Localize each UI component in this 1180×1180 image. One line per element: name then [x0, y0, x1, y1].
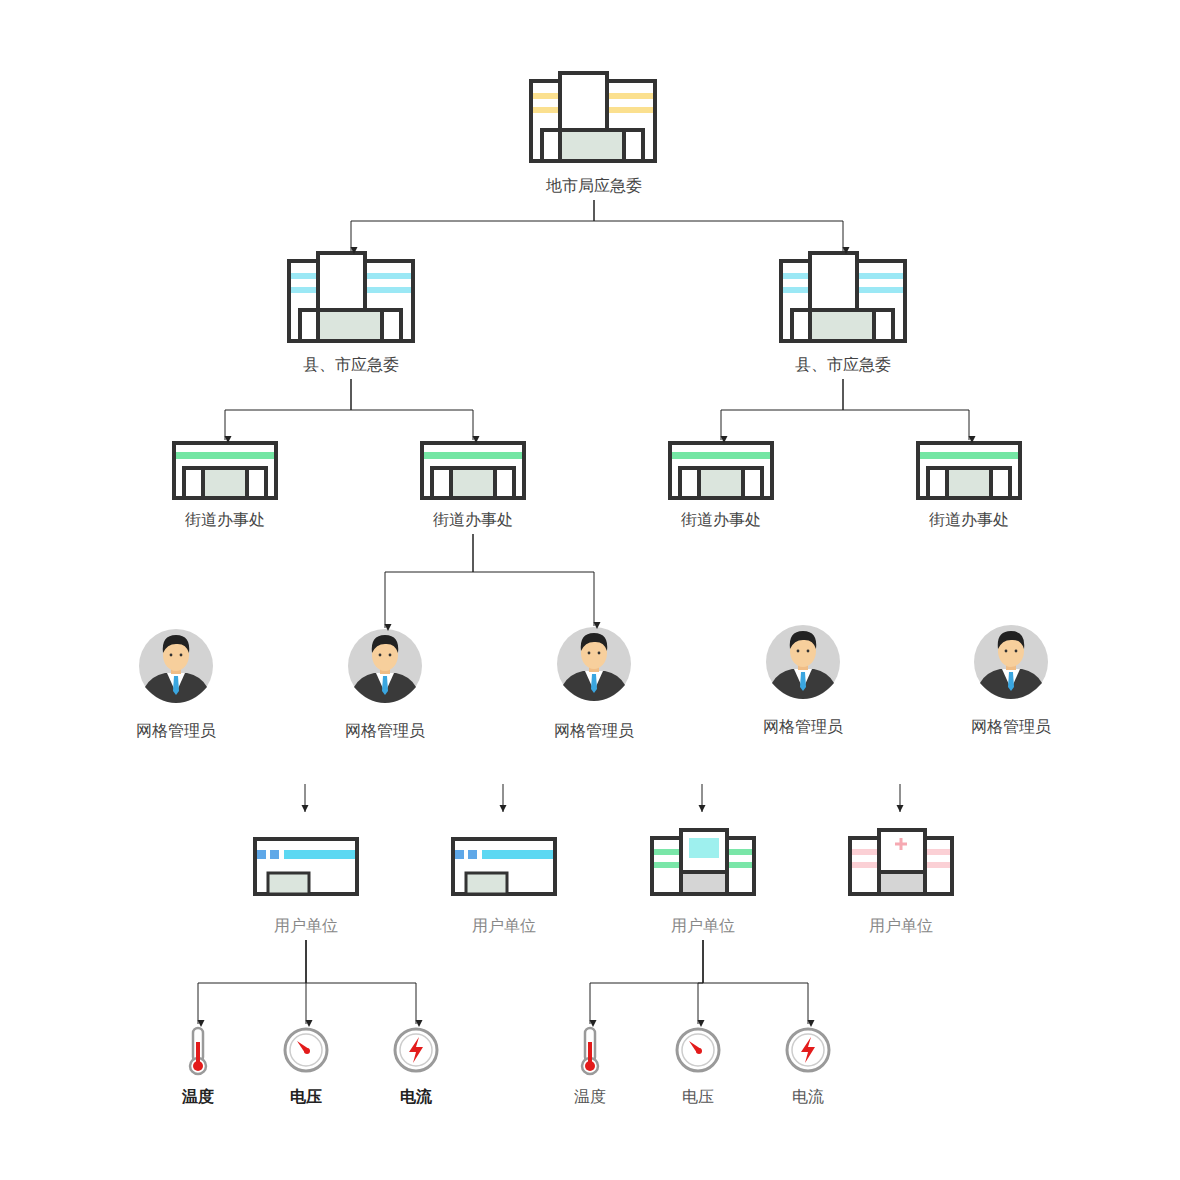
node-box: 街道办事处 [172, 441, 278, 534]
node-label: 温度 [568, 1087, 612, 1107]
unit-icon [850, 830, 952, 894]
person-icon [974, 625, 1048, 699]
person-icon [557, 627, 631, 701]
thermometer-icon [190, 1028, 206, 1074]
node-label: 县、市应急委 [779, 355, 907, 375]
connector [698, 940, 703, 1024]
unit-icon [255, 839, 357, 894]
node-label: 用户单位 [848, 916, 954, 936]
node-label: 网格管理员 [131, 721, 221, 741]
node-box: 网格管理员 [758, 625, 848, 741]
node-box: 网格管理员 [131, 629, 221, 745]
connector [721, 379, 843, 440]
current-icon [787, 1029, 829, 1071]
gauge-icon [285, 1029, 327, 1071]
node-label: 网格管理员 [966, 717, 1056, 737]
unit-window [689, 838, 719, 858]
connector [473, 534, 594, 626]
node-box: 街道办事处 [916, 441, 1022, 534]
node-box: 用户单位 [650, 828, 756, 940]
node-box: 网格管理员 [340, 629, 430, 745]
connector [198, 940, 306, 1024]
office-icon [670, 443, 772, 498]
node-label: 用户单位 [451, 916, 557, 936]
node-label: 县、市应急委 [287, 355, 415, 375]
unit-icon [453, 839, 555, 894]
current-icon [395, 1029, 437, 1071]
node-label: 街道办事处 [420, 510, 526, 530]
node-label: 网格管理员 [758, 717, 848, 737]
connector [703, 940, 808, 1024]
node-label: 电流 [786, 1087, 830, 1107]
node-label: 电压 [676, 1087, 720, 1107]
node-box: 用户单位 [253, 837, 359, 940]
node-box: 地市局应急委 [530, 72, 658, 200]
building-icon [289, 253, 413, 341]
node-label: 温度 [176, 1087, 220, 1107]
node-label: 电流 [394, 1087, 438, 1107]
person-icon [766, 625, 840, 699]
gauge-icon [677, 1029, 719, 1071]
node-box: 网格管理员 [966, 625, 1056, 741]
building-icon [781, 253, 905, 341]
connector [351, 379, 473, 440]
node-label: 街道办事处 [916, 510, 1022, 530]
down-arrows [305, 784, 900, 812]
office-icon [422, 443, 524, 498]
building-icon [531, 73, 655, 161]
node-box: 电压 [284, 1025, 328, 1111]
office-icon [174, 443, 276, 498]
node-label: 用户单位 [650, 916, 756, 936]
node-box: 电流 [394, 1025, 438, 1111]
node-label: 街道办事处 [668, 510, 774, 530]
node-label: 网格管理员 [340, 721, 430, 741]
unit-icon [652, 830, 754, 894]
connector [306, 940, 416, 1024]
node-label: 街道办事处 [172, 510, 278, 530]
node-box: 电流 [786, 1025, 830, 1111]
connector [351, 200, 594, 251]
node-box: 街道办事处 [420, 441, 526, 534]
node-box: 温度 [568, 1025, 612, 1111]
node-box: 电压 [676, 1025, 720, 1111]
person-icon [139, 629, 213, 703]
connector [385, 534, 473, 628]
node-box: 温度 [176, 1025, 220, 1111]
connector [590, 940, 703, 1024]
node-box: 网格管理员 [549, 627, 639, 745]
person-icon [348, 629, 422, 703]
connector [225, 379, 351, 440]
node-box: 用户单位 [848, 828, 954, 940]
node-box: 街道办事处 [668, 441, 774, 534]
office-icon [918, 443, 1020, 498]
node-label: 电压 [284, 1087, 328, 1107]
connector [594, 200, 843, 251]
node-box: 用户单位 [451, 837, 557, 940]
connector [843, 379, 969, 440]
node-box: 县、市应急委 [287, 252, 415, 379]
thermometer-icon [582, 1028, 598, 1074]
node-label: 用户单位 [253, 916, 359, 936]
node-label: 网格管理员 [549, 721, 639, 741]
hospital-cross [895, 838, 907, 850]
node-label: 地市局应急委 [530, 176, 658, 196]
node-box: 县、市应急委 [779, 252, 907, 379]
